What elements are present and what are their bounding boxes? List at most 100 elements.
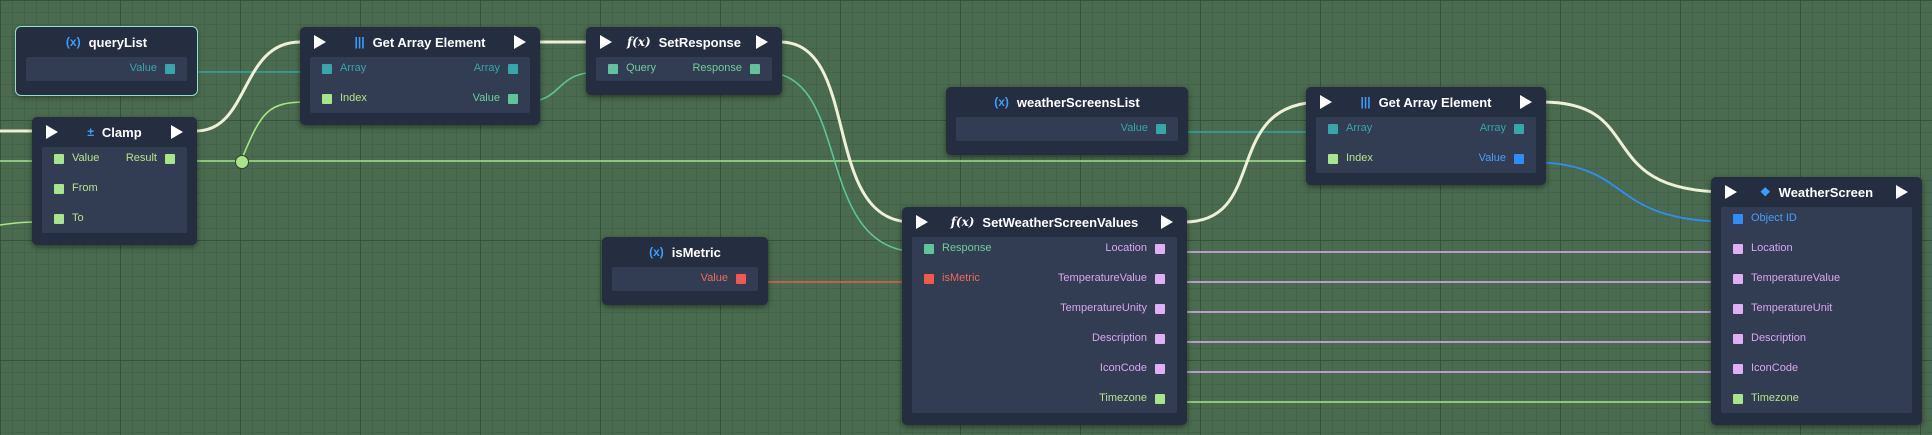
output-label-value: Value (1120, 122, 1148, 134)
input-pin-temperatureunit[interactable] (1733, 304, 1743, 314)
exec-in-icon[interactable] (1320, 95, 1332, 109)
output-pin-value[interactable] (165, 64, 175, 74)
input-label-temperaturevalue: TemperatureValue (1751, 272, 1841, 284)
input-pin-to[interactable] (54, 214, 64, 224)
node-header[interactable]: (x) isMetric (602, 237, 768, 267)
output-pin-temperaturevalue[interactable] (1155, 274, 1165, 284)
input-pin-index[interactable] (1328, 154, 1338, 164)
output-label-location: Location (1105, 242, 1147, 254)
exec-out-icon[interactable] (1161, 215, 1173, 229)
input-label-iconcode: IconCode (1751, 362, 1799, 374)
input-pin-timezone[interactable] (1733, 394, 1743, 404)
output-pin-location[interactable] (1155, 244, 1165, 254)
function-icon: f(x) (950, 215, 975, 229)
exec-out-icon[interactable] (514, 35, 526, 49)
exec-out-icon[interactable] (1896, 185, 1908, 199)
node-get-array-element-2[interactable]: ||| Get Array Element Array Array Index … (1306, 87, 1546, 185)
exec-out-icon[interactable] (756, 35, 768, 49)
node-querylist[interactable]: (x) queryList Value (15, 26, 198, 96)
node-title: queryList (88, 34, 148, 50)
input-label-index: Index (1346, 152, 1373, 164)
node-title: Get Array Element (372, 34, 486, 50)
exec-out-icon[interactable] (171, 125, 183, 139)
input-label-value: Value (72, 152, 100, 164)
node-title: Get Array Element (1378, 94, 1492, 110)
output-pin-array[interactable] (1514, 124, 1524, 134)
node-weatherscreen[interactable]: ❖ WeatherScreen Object ID Location Tempe… (1711, 177, 1922, 425)
input-label-to: To (72, 212, 84, 224)
exec-in-icon[interactable] (1725, 185, 1737, 199)
output-label-iconcode: IconCode (1099, 362, 1147, 374)
input-label-location: Location (1751, 242, 1793, 254)
input-label-array: Array (340, 62, 367, 74)
exec-in-icon[interactable] (314, 35, 326, 49)
node-header[interactable]: ||| Get Array Element (1306, 87, 1546, 117)
output-label-array: Array (473, 62, 500, 74)
variable-icon: (x) (994, 95, 1009, 109)
input-pin-array[interactable] (1328, 124, 1338, 134)
node-setresponse[interactable]: f(x) SetResponse Query Response (586, 27, 782, 95)
input-label-description: Description (1751, 332, 1807, 344)
node-header[interactable]: (x) weatherScreensList (946, 87, 1188, 117)
input-label-temperatureunit: TemperatureUnit (1751, 302, 1833, 314)
node-get-array-element-1[interactable]: ||| Get Array Element Array Array Index … (300, 27, 540, 125)
output-pin-description[interactable] (1155, 334, 1165, 344)
input-pin-ismetric[interactable] (924, 274, 934, 284)
node-weatherscreenslist[interactable]: (x) weatherScreensList Value (946, 87, 1188, 155)
object-icon: ❖ (1759, 185, 1771, 199)
input-pin-objectid[interactable] (1733, 214, 1743, 224)
node-clamp[interactable]: ± Clamp Value Result From To (32, 117, 197, 245)
node-header[interactable]: ||| Get Array Element (300, 27, 540, 57)
output-pin-array[interactable] (508, 64, 518, 74)
output-label-temperatureunity: TemperatureUnity (1060, 302, 1147, 314)
node-header[interactable]: ± Clamp (32, 117, 197, 147)
variable-icon: (x) (649, 245, 664, 259)
flow-wire-setweather-to-array (1183, 100, 1323, 224)
input-pin-query[interactable] (608, 64, 618, 74)
input-label-timezone: Timezone (1751, 392, 1799, 404)
input-label-index: Index (340, 92, 367, 104)
input-pin-iconcode[interactable] (1733, 364, 1743, 374)
node-ismetric[interactable]: (x) isMetric Value (602, 237, 768, 305)
input-label-from: From (72, 182, 98, 194)
output-pin-timezone[interactable] (1155, 394, 1165, 404)
array-icon: ||| (1360, 95, 1371, 109)
input-pin-description[interactable] (1733, 334, 1743, 344)
output-pin-value[interactable] (508, 94, 518, 104)
node-header[interactable]: ❖ WeatherScreen (1711, 177, 1922, 207)
output-pin-value[interactable] (736, 274, 746, 284)
array-icon: ||| (354, 35, 365, 49)
input-label-ismetric: isMetric (942, 272, 980, 284)
input-pin-temperaturevalue[interactable] (1733, 274, 1743, 284)
exec-in-icon[interactable] (46, 125, 58, 139)
output-label-value: Value (129, 62, 157, 74)
output-pin-value[interactable] (1514, 154, 1524, 164)
node-header[interactable]: f(x) SetWeatherScreenValues (902, 207, 1187, 237)
input-pin-array[interactable] (322, 64, 332, 74)
wire-response-to-setweather (763, 71, 921, 253)
output-label-result: Result (125, 152, 157, 164)
output-pin-result[interactable] (165, 154, 175, 164)
output-label-array: Array (1479, 122, 1506, 134)
reroute-point[interactable] (235, 155, 249, 169)
node-header[interactable]: f(x) SetResponse (586, 27, 782, 57)
node-setweatherscreenvalues[interactable]: f(x) SetWeatherScreenValues Response Loc… (902, 207, 1187, 425)
wire-objectid (1526, 161, 1736, 223)
exec-in-icon[interactable] (600, 35, 612, 49)
input-pin-location[interactable] (1733, 244, 1743, 254)
exec-out-icon[interactable] (1520, 95, 1532, 109)
output-pin-response[interactable] (750, 64, 760, 74)
input-pin-response[interactable] (924, 244, 934, 254)
input-pin-index[interactable] (322, 94, 332, 104)
node-header[interactable]: (x) queryList (16, 27, 197, 57)
output-label-value: Value (472, 92, 500, 104)
output-pin-value[interactable] (1156, 124, 1166, 134)
output-pin-temperatureunity[interactable] (1155, 304, 1165, 314)
output-label-timezone: Timezone (1099, 392, 1147, 404)
exec-in-icon[interactable] (916, 215, 928, 229)
input-pin-from[interactable] (54, 184, 64, 194)
input-pin-value[interactable] (54, 154, 64, 164)
output-label-value: Value (700, 272, 728, 284)
flow-wire-setresponse-to-setweather (779, 40, 913, 224)
output-pin-iconcode[interactable] (1155, 364, 1165, 374)
